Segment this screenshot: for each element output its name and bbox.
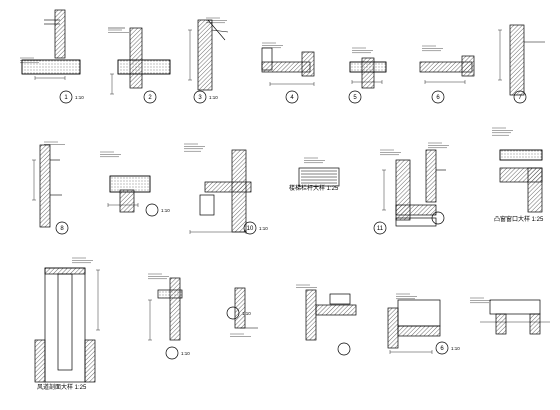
detail-marker-d3-number: 3 — [198, 95, 202, 101]
detail-d11 — [298, 157, 340, 187]
detail-marker-d20 — [435, 341, 449, 355]
detail-d20 — [387, 293, 441, 354]
detail-marker-d12-number: 11 — [377, 226, 384, 232]
detail-marker-d16-scale: 1:10 — [181, 351, 190, 356]
detail-d18 — [296, 284, 357, 341]
detail-marker-d9 — [145, 203, 159, 217]
detail-d14 — [492, 127, 543, 213]
detail-d7 — [498, 24, 545, 96]
detail-marker-d7 — [513, 90, 527, 104]
detail-d1 — [20, 9, 81, 80]
detail-d2 — [108, 27, 171, 95]
detail-marker-d16 — [165, 346, 179, 360]
detail-marker-d1 — [59, 90, 73, 104]
detail-d4 — [261, 42, 315, 86]
detail-d21 — [470, 297, 550, 335]
detail-d15 — [34, 257, 100, 383]
detail-marker-d6-number: 6 — [436, 95, 440, 101]
detail-d8 — [32, 141, 65, 228]
detail-marker-d3 — [193, 90, 207, 104]
detail-d6 — [419, 45, 475, 84]
detail-d10 — [184, 143, 252, 234]
detail-marker-d10 — [243, 221, 257, 235]
detail-marker-d2-number: 2 — [148, 95, 152, 101]
detail-marker-d19 — [337, 342, 351, 356]
detail-marker-d2 — [143, 90, 157, 104]
detail-marker-d8-number: 8 — [60, 226, 64, 232]
detail-marker-d7-number: 7 — [518, 95, 522, 101]
detail-marker-d4-number: 4 — [290, 95, 294, 101]
detail-marker-d17 — [226, 306, 240, 320]
detail-marker-d4 — [285, 90, 299, 104]
detail-marker-d9-scale: 1:10 — [161, 208, 170, 213]
detail-marker-d1-scale: 1:10 — [75, 95, 84, 100]
detail-marker-d10-scale: 1:10 — [259, 226, 268, 231]
detail-marker-d3-scale: 1:10 — [209, 95, 218, 100]
detail-marker-d20-number: 6 — [440, 346, 444, 352]
detail-marker-d12 — [373, 221, 387, 235]
detail-marker-d6 — [431, 90, 445, 104]
detail-marker-d10-number: 10 — [247, 226, 254, 232]
detail-d5 — [349, 47, 387, 89]
window-detail-caption: 凸窗窗口大样 1:25 — [494, 217, 544, 223]
detail-marker-d5 — [348, 90, 362, 104]
detail-marker-d20-scale: 1:10 — [451, 346, 460, 351]
stair-detail-caption: 楼梯栏杆大样 1:25 — [289, 186, 339, 192]
detail-d17 — [230, 287, 258, 337]
detail-marker-d13 — [431, 211, 445, 225]
detail-marker-d8 — [55, 221, 69, 235]
shaft-detail-caption: 风道剖面大样 1:25 — [37, 385, 87, 391]
detail-d16 — [148, 273, 183, 341]
detail-marker-d17-scale: 1:10 — [242, 311, 251, 316]
detail-d13 — [425, 142, 449, 203]
detail-d9 — [100, 151, 151, 213]
detail-d12 — [380, 149, 437, 227]
detail-d3 — [188, 17, 229, 91]
detail-marker-d5-number: 5 — [353, 95, 357, 101]
detail-marker-d1-number: 1 — [64, 95, 68, 101]
